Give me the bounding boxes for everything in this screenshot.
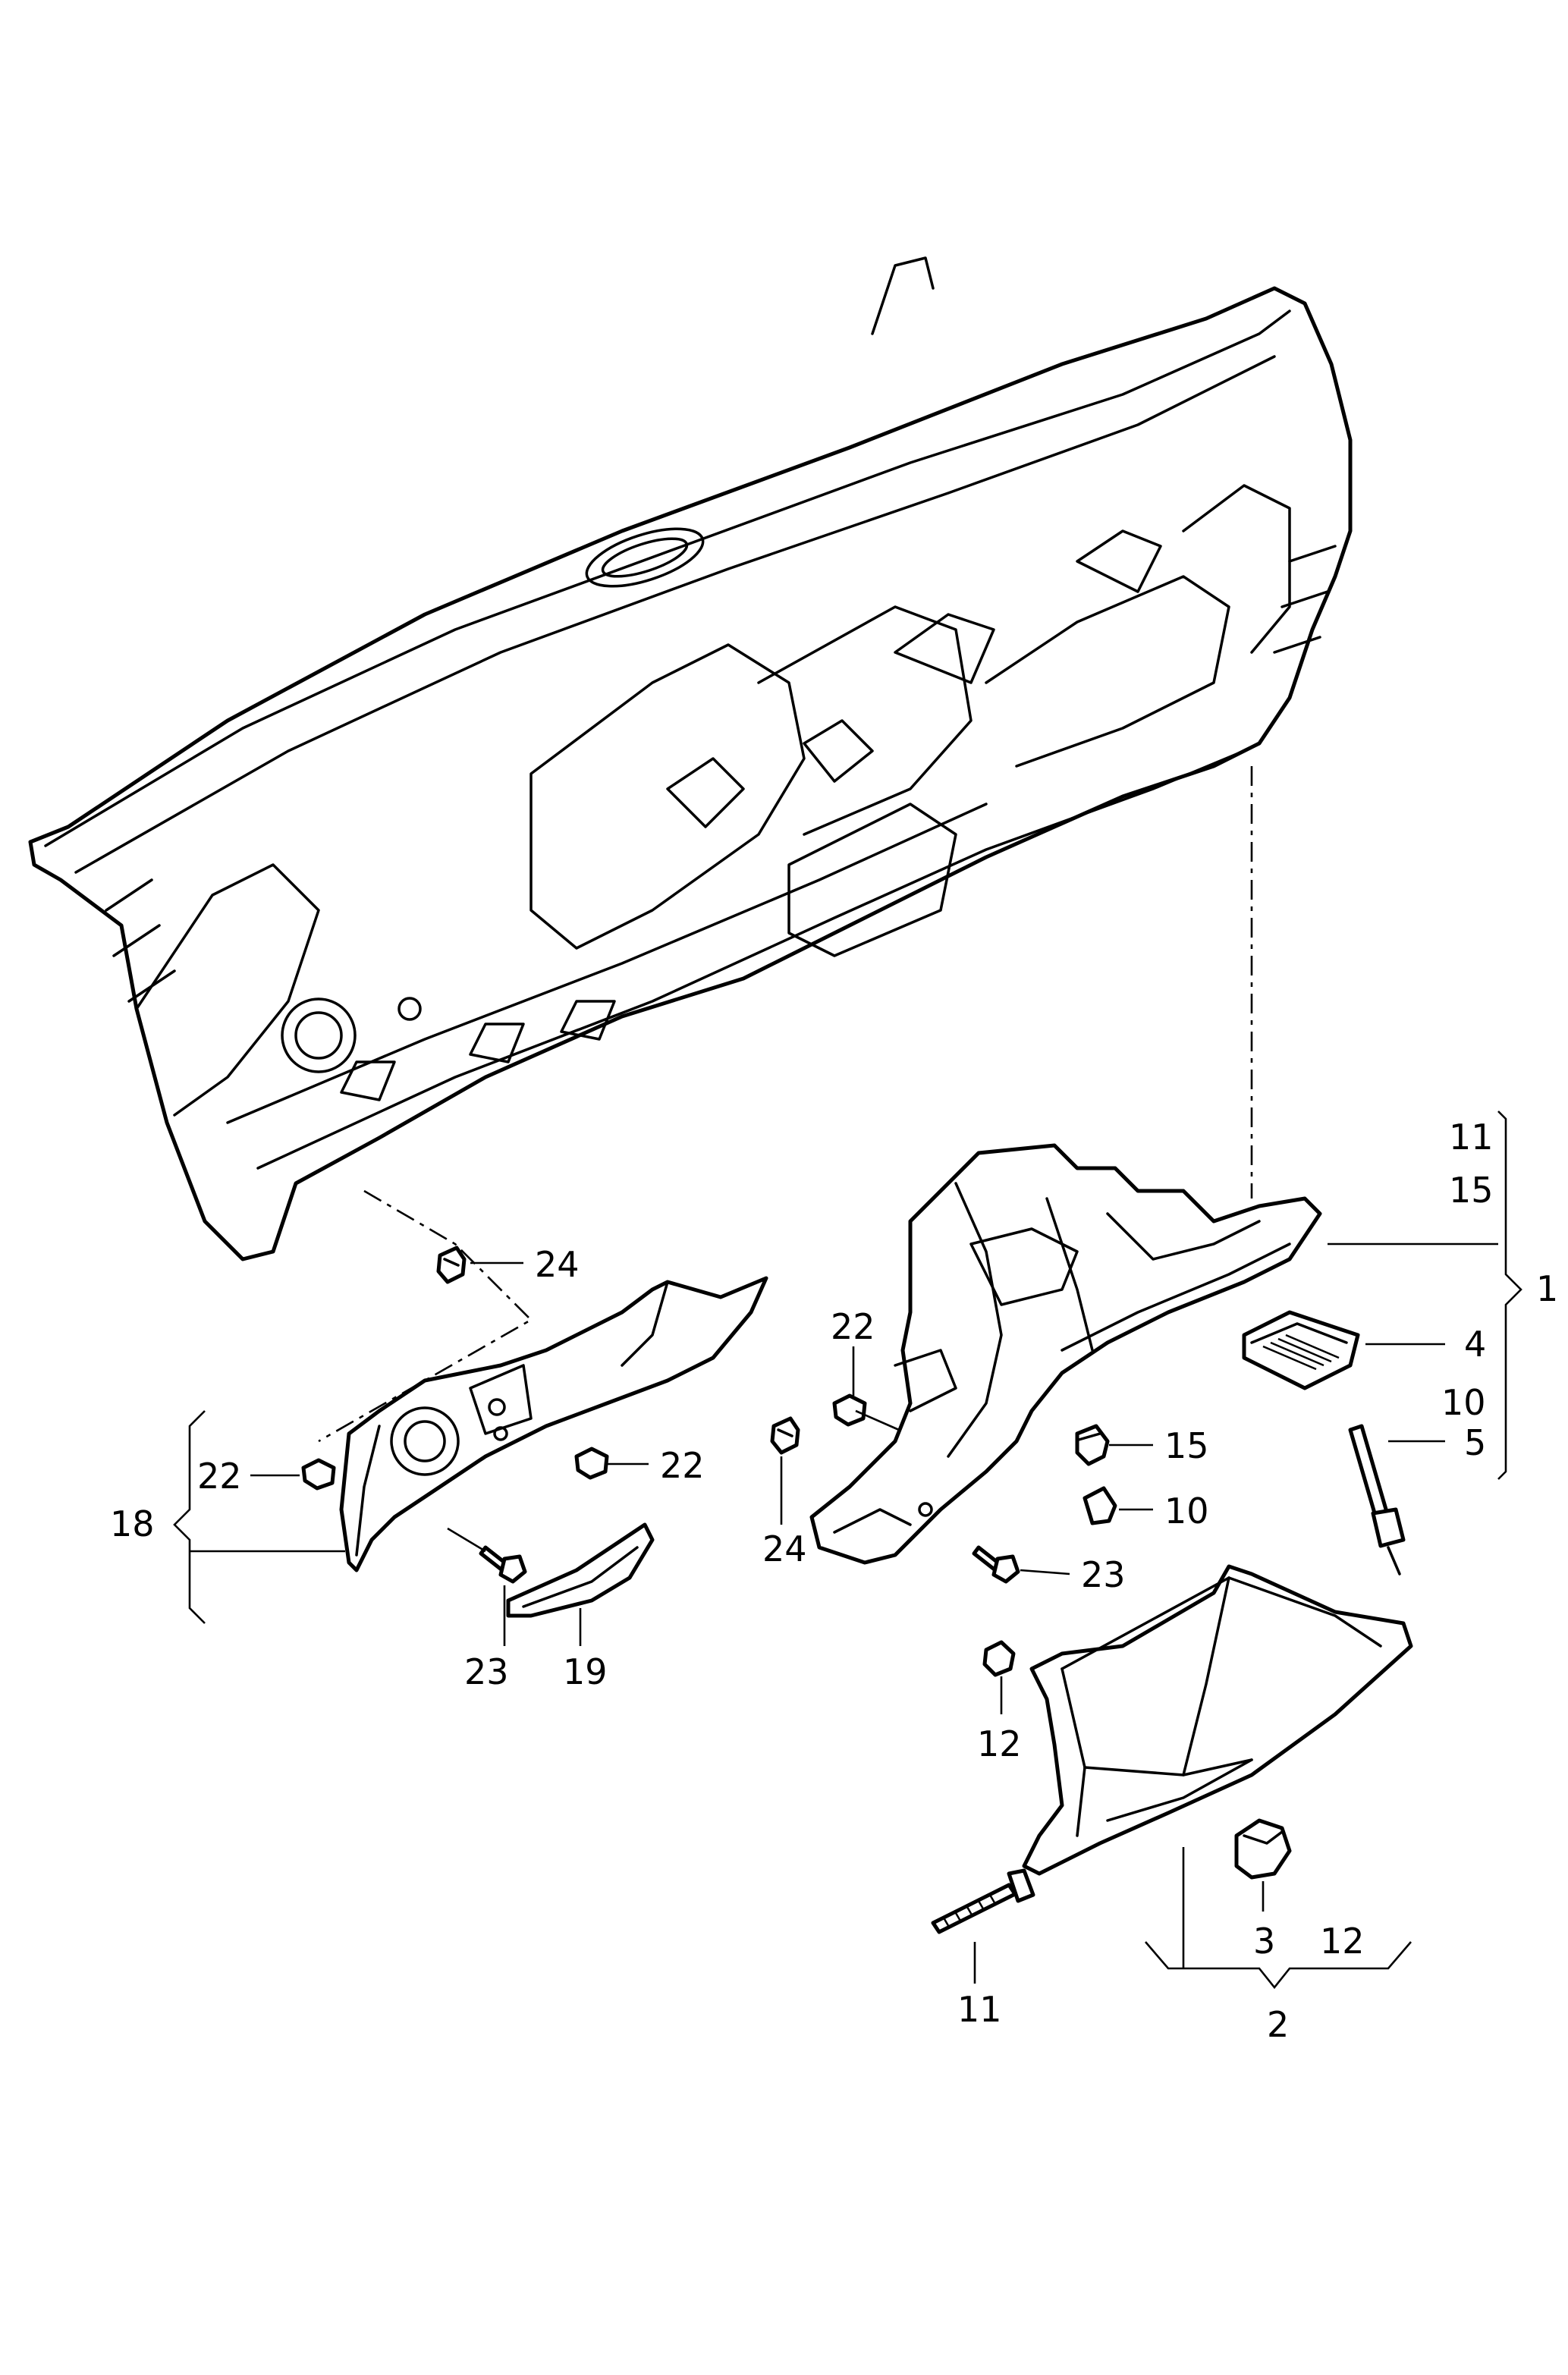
- callout-2: 2: [1267, 2004, 1289, 2045]
- callout-22-left: 22: [197, 1456, 242, 1497]
- callout-labels: 11 15 1 4 10 5 24 22 22 22 18 15 10 24 2…: [110, 1117, 1558, 2045]
- clip-22-left: [301, 1458, 336, 1491]
- callout-4: 4: [1464, 1324, 1486, 1365]
- callout-22-mid: 22: [831, 1306, 875, 1347]
- glove-box-housing: [809, 1143, 1322, 1565]
- callout-1: 1: [1536, 1268, 1558, 1309]
- callout-3: 3: [1253, 1921, 1275, 1962]
- long-bolt: [931, 1868, 1035, 1934]
- callout-18: 18: [110, 1503, 155, 1544]
- callout-23-left: 23: [464, 1651, 509, 1692]
- callout-24-top: 24: [535, 1244, 580, 1285]
- leader-lines: [173, 1111, 1522, 1990]
- callout-15-right: 15: [1449, 1170, 1494, 1211]
- callout-12-bottom: 12: [1320, 1921, 1365, 1962]
- damper-rod: [1348, 1424, 1406, 1575]
- callout-19: 19: [563, 1651, 608, 1692]
- screw-23-left: [479, 1545, 527, 1584]
- pin-15: [1075, 1424, 1110, 1466]
- glove-box-lid: [1022, 1564, 1413, 1876]
- callout-11-right: 11: [1449, 1117, 1494, 1158]
- callout-11-bolt: 11: [957, 1989, 1002, 2030]
- callout-10-right: 10: [1441, 1382, 1486, 1423]
- callout-12-pin: 12: [977, 1723, 1022, 1764]
- callout-23-right: 23: [1081, 1554, 1126, 1595]
- left-cover-trim: [506, 1522, 655, 1618]
- left-trim-panel: [339, 1276, 768, 1572]
- clip-24-mid: [770, 1416, 800, 1455]
- screw-23-right: [972, 1545, 1020, 1584]
- callout-24-mid: 24: [762, 1528, 807, 1569]
- clip-22-center: [574, 1447, 609, 1480]
- clip-24-top: [436, 1246, 467, 1284]
- callout-22-center: 22: [660, 1445, 705, 1486]
- callout-15-pin: 15: [1164, 1425, 1209, 1466]
- vent-insert: [1242, 1310, 1360, 1390]
- lid-latch: [1234, 1818, 1292, 1880]
- callout-5: 5: [1464, 1422, 1486, 1463]
- pin-12: [982, 1640, 1016, 1677]
- clip-22-right: [832, 1393, 867, 1427]
- alignment-lines: [318, 766, 1253, 1443]
- nut-10: [1083, 1486, 1117, 1525]
- callout-10-nut: 10: [1164, 1491, 1209, 1531]
- dashboard-carrier: [28, 256, 1353, 1261]
